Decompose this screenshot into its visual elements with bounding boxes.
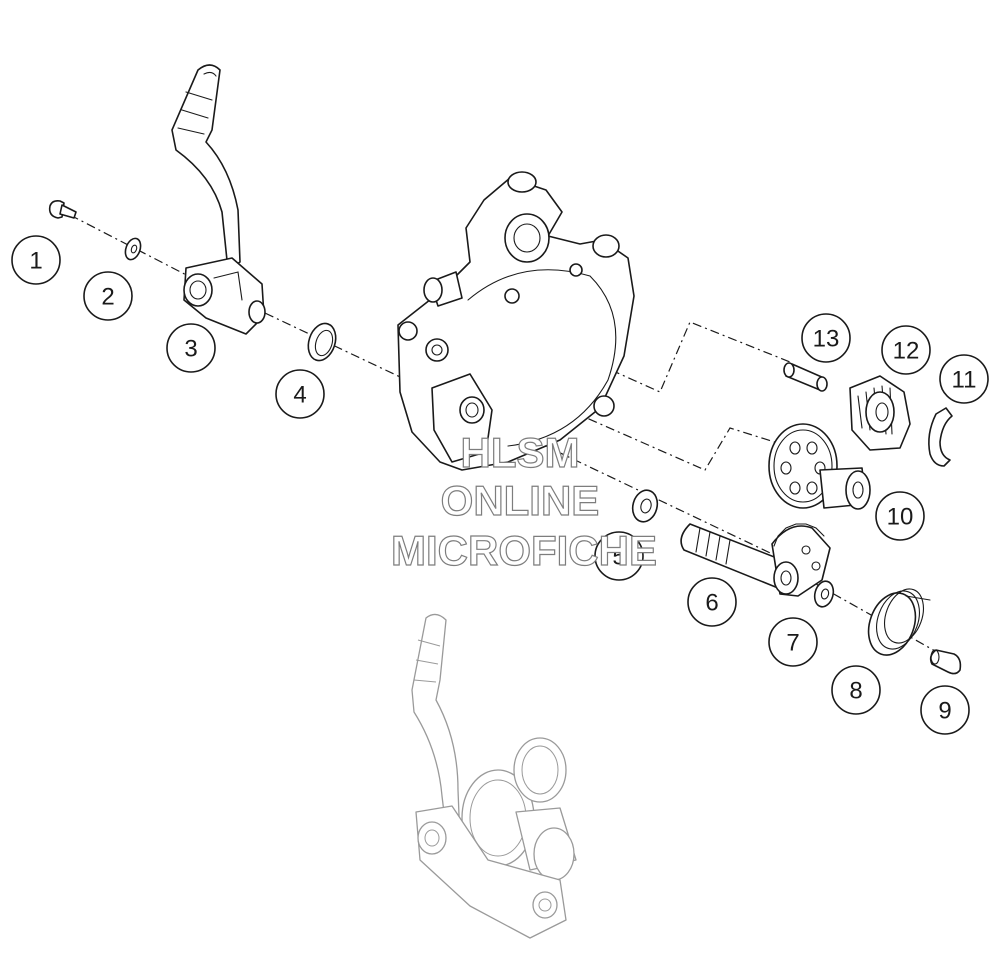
part-shaft-seal	[307, 322, 337, 362]
callout-9: 9	[920, 685, 970, 735]
callout-2: 2	[83, 271, 133, 321]
callout-10: 10	[875, 491, 925, 541]
callout-label: 9	[938, 698, 951, 725]
part-kick-start-spring	[867, 588, 931, 656]
callout-8: 8	[831, 665, 881, 715]
part-dowel-pin	[783, 362, 828, 392]
part-locating-pin	[929, 649, 962, 675]
callout-5: 5	[594, 531, 644, 581]
callout-label: 7	[786, 630, 799, 657]
callout-label: 8	[849, 678, 862, 705]
callout-label: 13	[813, 326, 840, 353]
part-thrust-washer	[813, 580, 835, 608]
callout-label: 10	[887, 504, 914, 531]
part-kick-start-lever	[171, 64, 266, 335]
callout-7: 7	[768, 617, 818, 667]
callout-label: 6	[705, 590, 718, 617]
watermark-line-1: HLSM	[461, 429, 580, 476]
watermark: HLSM ONLINE MICROFICHE	[390, 428, 657, 574]
callout-12: 12	[881, 325, 931, 375]
part-intermediate-gear	[768, 423, 871, 510]
callout-6: 6	[687, 577, 737, 627]
watermark-line-2: ONLINE	[441, 477, 600, 524]
callout-label: 2	[101, 284, 114, 311]
part-circlip	[928, 407, 953, 467]
part-engine-cover	[397, 171, 635, 471]
watermark-line-3: MICROFICHE	[391, 527, 657, 574]
callout-label: 1	[29, 248, 42, 275]
part-washer-large	[631, 489, 659, 523]
assembled-reference-view	[411, 613, 577, 939]
callout-label: 3	[184, 336, 197, 363]
part-washer-small	[124, 237, 142, 261]
callout-label: 4	[293, 382, 306, 409]
callout-13: 13	[801, 313, 851, 363]
callout-3: 3	[166, 323, 216, 373]
callout-1: 1	[11, 235, 61, 285]
callout-11: 11	[939, 354, 989, 404]
part-kick-start-gear	[849, 375, 911, 451]
callout-4: 4	[275, 369, 325, 419]
callout-label: 5	[612, 544, 625, 571]
callout-label: 12	[893, 338, 920, 365]
part-bolt	[48, 200, 77, 219]
callout-label: 11	[952, 367, 977, 394]
part-kick-start-shaft	[680, 523, 831, 597]
